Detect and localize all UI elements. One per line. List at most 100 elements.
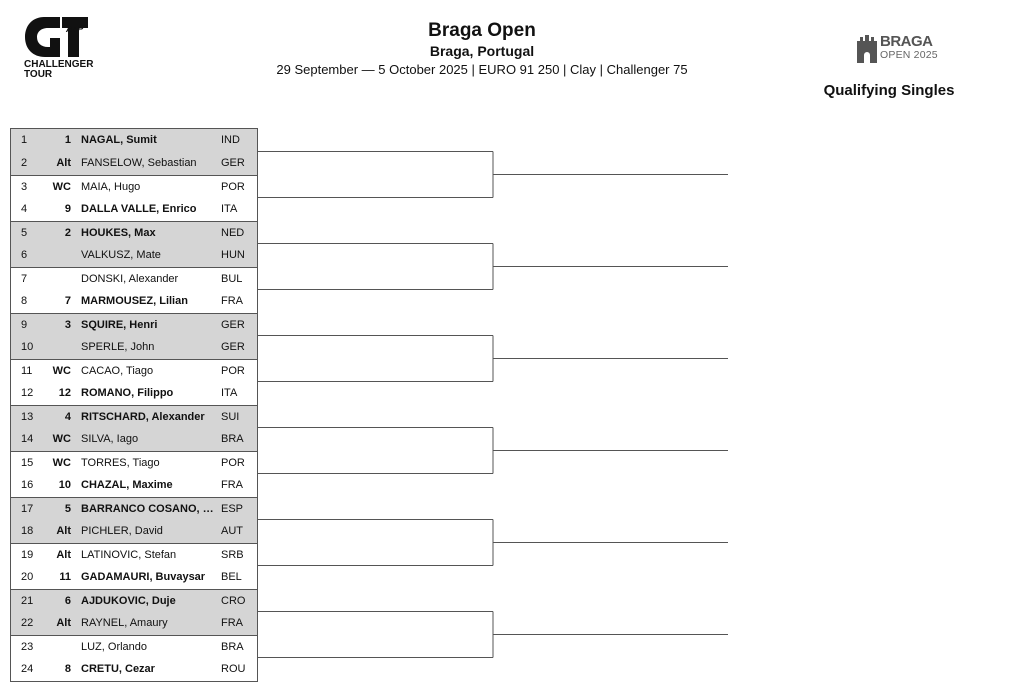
player-nationality: POR <box>221 457 245 469</box>
draw-position: 19 <box>21 549 34 561</box>
player-nationality: NED <box>221 227 245 239</box>
draw-position: 13 <box>21 411 34 423</box>
player-nationality: BEL <box>221 571 242 583</box>
draw-position: 23 <box>21 641 34 653</box>
player-nationality: SRB <box>221 549 244 561</box>
draw-position: 11 <box>21 365 33 377</box>
seed-entry: 10 <box>58 479 71 491</box>
braga-logo-line1: BRAGA <box>880 33 933 50</box>
draw-position: 14 <box>21 433 34 445</box>
player-nationality: AUT <box>221 525 243 537</box>
player-nationality: GER <box>221 319 245 331</box>
logo-line-tour: TOUR <box>24 69 53 80</box>
tournament-details: 29 September — 5 October 2025 | EURO 91 … <box>276 62 688 77</box>
draw-position: 7 <box>21 273 28 285</box>
seed-entry: 4 <box>64 411 71 423</box>
draw-position: 1 <box>21 134 28 146</box>
draw-position: 24 <box>21 663 34 675</box>
player-nationality: CRO <box>221 595 246 607</box>
tournament-header: Braga Open Braga, Portugal 29 September … <box>250 20 714 79</box>
draw-position: 6 <box>21 249 28 261</box>
draw-position: 18 <box>21 525 34 537</box>
table-bottom-border <box>10 681 258 682</box>
seed-entry: WC <box>52 181 71 193</box>
logo-line-challenger: CHALLENGER <box>24 59 94 70</box>
draw-position: 12 <box>21 387 34 399</box>
draw-position: 5 <box>21 227 28 239</box>
draw-position: 22 <box>21 617 34 629</box>
player-nationality: SUI <box>221 411 240 423</box>
braga-open-logo: BRAGA OPEN 2025 <box>856 33 946 65</box>
player-nationality: ROU <box>221 663 246 675</box>
player-nationality: FRA <box>221 479 243 491</box>
seed-entry: WC <box>52 457 71 469</box>
player-nationality: BRA <box>221 641 244 653</box>
seed-entry: 11 <box>59 571 71 583</box>
seed-entry: Alt <box>56 157 71 169</box>
player-nationality: GER <box>221 157 245 169</box>
seed-entry: 5 <box>64 503 71 515</box>
seed-entry: 6 <box>64 595 71 607</box>
tournament-location: Braga, Portugal <box>429 43 535 59</box>
draw-position: 8 <box>21 295 28 307</box>
seed-entry: WC <box>52 433 71 445</box>
player-nationality: HUN <box>221 249 245 261</box>
player-nationality: FRA <box>221 617 243 629</box>
seed-entry: 12 <box>58 387 71 399</box>
seed-entry: 2 <box>64 227 71 239</box>
seed-entry: Alt <box>56 525 71 537</box>
draw-position: 16 <box>21 479 34 491</box>
atp-challenger-tour-logo: ATP CHALLENGER TOUR <box>22 16 94 82</box>
draw-position: 4 <box>21 203 28 215</box>
seed-entry: 9 <box>64 203 71 215</box>
player-nationality: ITA <box>221 203 238 215</box>
seed-entry: Alt <box>56 549 71 561</box>
player-nationality: POR <box>221 365 245 377</box>
draw-position: 21 <box>21 595 34 607</box>
braga-logo-line2: OPEN 2025 <box>880 49 938 61</box>
draw-position: 17 <box>21 503 34 515</box>
player-nationality: POR <box>221 181 245 193</box>
castle-icon <box>857 35 877 63</box>
draw-position: 15 <box>21 457 34 469</box>
draw-position: 20 <box>21 571 34 583</box>
player-nationality: IND <box>221 134 240 146</box>
draw-position: 9 <box>21 319 28 331</box>
player-nationality: ESP <box>221 503 244 515</box>
tournament-title: Braga Open <box>428 20 536 41</box>
player-nationality: ITA <box>221 387 238 399</box>
player-nationality: FRA <box>221 295 243 307</box>
seed-entry: 1 <box>64 134 71 146</box>
event-type: Qualifying Singles <box>823 82 955 99</box>
player-nationality: GER <box>221 341 245 353</box>
seed-entry: 7 <box>64 295 71 307</box>
player-nationality: BUL <box>221 273 243 285</box>
seed-entry: WC <box>52 365 71 377</box>
draw-position: 3 <box>21 181 28 193</box>
